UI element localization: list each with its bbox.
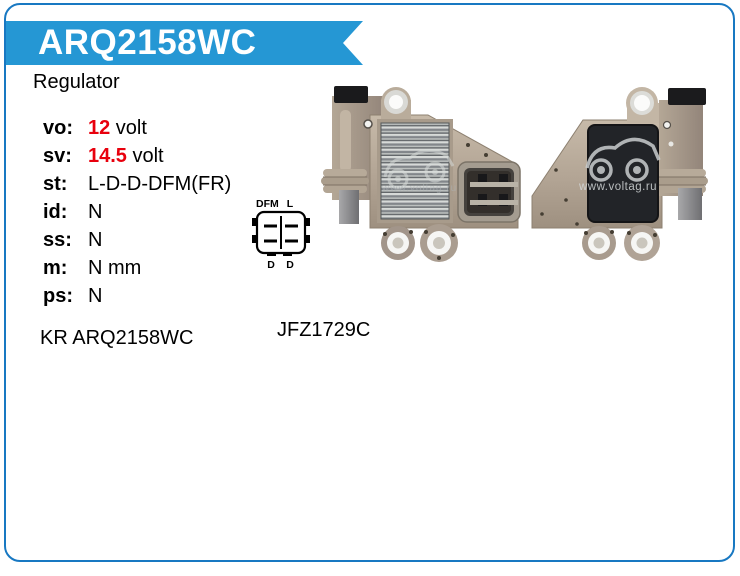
front-heatsink	[377, 119, 453, 223]
front-terminal-cap-icon	[334, 86, 368, 103]
part-number-banner: ARQ2158WC	[6, 21, 363, 65]
spec-label: st:	[43, 173, 68, 195]
product-type-label: Regulator	[33, 71, 120, 93]
spec-label: vo:	[43, 117, 73, 139]
back-brush	[678, 188, 702, 220]
connector-body-outline	[252, 210, 310, 256]
spec-list: vo: 12 volt sv: 14.5 volt st: L-D-D-DFM(…	[43, 114, 231, 310]
front-watermark-text: www.voltag.ru	[381, 183, 457, 194]
back-watermark-text: www.voltag.ru	[578, 181, 657, 193]
spec-label: m:	[43, 257, 68, 279]
spec-value: N mm	[88, 254, 141, 282]
spec-row-ss: ss: N	[43, 226, 231, 254]
front-rivet-hole	[363, 119, 373, 129]
spec-value-text: volt	[110, 117, 147, 139]
spec-value-text: volt	[126, 145, 164, 167]
back-mounting-holes-bottom	[582, 225, 660, 261]
photo-regulator-back: www.voltag.ru	[531, 87, 708, 261]
spec-value-text: N	[88, 285, 103, 307]
spec-value: N	[88, 226, 102, 254]
spec-label: id:	[43, 201, 68, 223]
spec-value-text: L-D-D-DFM(FR)	[88, 173, 232, 195]
spec-value: N	[88, 198, 102, 226]
pin-label-top-left: DFM	[256, 198, 279, 210]
spec-value-text: N	[88, 229, 103, 251]
spec-row-m: m: N mm	[43, 254, 231, 282]
kr-reference-code: KR ARQ2158WC	[40, 327, 194, 349]
front-brush	[339, 190, 359, 224]
spec-value-highlight: 14.5	[88, 145, 127, 167]
front-plug-socket	[457, 161, 521, 223]
front-watermark: www.voltag.ru	[381, 149, 457, 194]
back-terminal-cap-icon	[668, 88, 706, 105]
part-number: ARQ2158WC	[38, 23, 257, 62]
spec-value: N	[88, 282, 102, 310]
spec-value-text: N mm	[88, 257, 142, 279]
spec-row-vo: vo: 12 volt	[43, 114, 231, 142]
front-collar-ridges	[321, 169, 369, 193]
connector-pinout-diagram: DFM L D D	[252, 198, 310, 271]
front-mounting-holes-bottom	[381, 224, 458, 262]
product-photos: www.voltag.ru	[321, 86, 708, 262]
spec-value-highlight: 12	[88, 117, 111, 139]
pin-label-bottom-left: D	[267, 259, 275, 271]
oe-reference-code: JFZ1729C	[277, 319, 371, 341]
spec-value: L-D-D-DFM(FR)	[88, 170, 231, 198]
photo-regulator-front: www.voltag.ru	[321, 86, 521, 262]
spec-label: ps:	[43, 285, 73, 307]
spec-row-ps: ps: N	[43, 282, 231, 310]
pin-label-bottom-right: D	[286, 259, 294, 271]
spec-row-sv: sv: 14.5 volt	[43, 142, 231, 170]
back-watermark: www.voltag.ru	[578, 137, 661, 193]
card-border-frame	[4, 3, 735, 562]
spec-row-st: st: L-D-D-DFM(FR)	[43, 170, 231, 198]
spec-value: 12 volt	[88, 114, 147, 142]
spec-label: sv:	[43, 145, 72, 167]
spec-row-id: id: N	[43, 198, 231, 226]
spec-value-text: N	[88, 201, 103, 223]
spec-label: ss:	[43, 229, 72, 251]
pin-label-top-right: L	[287, 198, 294, 210]
spec-value: 14.5 volt	[88, 142, 164, 170]
